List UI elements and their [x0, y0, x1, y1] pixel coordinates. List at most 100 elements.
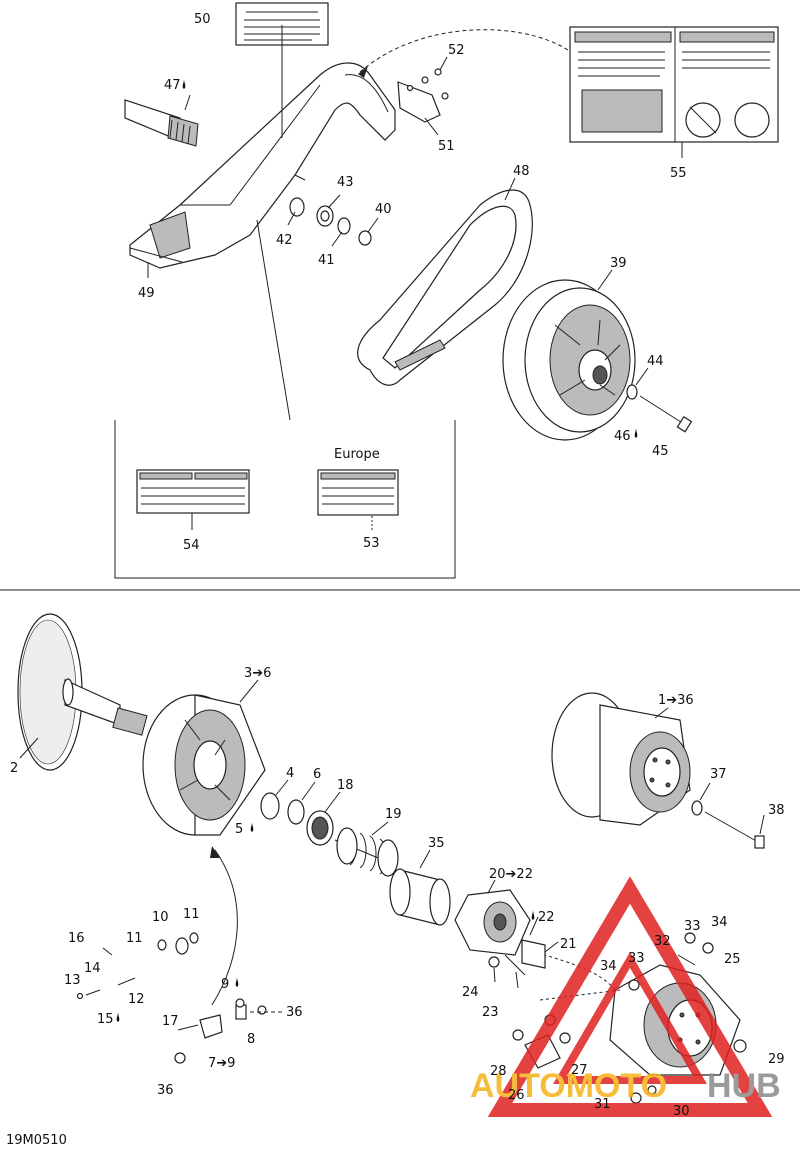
governor-cup-25: [609, 964, 741, 1076]
callout-12: 12: [128, 992, 145, 1007]
callout-7-9: 7➔9: [208, 1056, 235, 1071]
lubricant-drop-icons: [116, 79, 638, 1022]
callout-44: 44: [647, 354, 664, 369]
callout-54: 54: [183, 538, 200, 553]
part-28: [512, 1029, 524, 1041]
arrow-head-icon-2: [210, 846, 220, 858]
drive-belt-48: [357, 189, 533, 386]
drop-icon-9: [235, 977, 239, 987]
callout-33b: 33: [628, 951, 645, 966]
callout-labels: 50 52 47 51 55 48 43 42 40 41 49 39 44 4…: [10, 12, 785, 1119]
automotohub-watermark-logo: AUTOMOTO HUB: [470, 876, 781, 1117]
watermark-text-auto: AUTOMOTO: [470, 1067, 667, 1105]
callout-31: 31: [594, 1097, 611, 1112]
callout-48: 48: [513, 164, 530, 179]
callout-22: 22: [538, 910, 555, 925]
callout-30: 30: [673, 1104, 690, 1119]
callout-42: 42: [276, 233, 293, 248]
callout-36a: 36: [286, 1005, 303, 1020]
callout-27: 27: [571, 1063, 588, 1078]
callout-20-22: 20➔22: [489, 867, 533, 882]
callout-40: 40: [375, 202, 392, 217]
spring-19: [334, 827, 399, 877]
leader-arrow-bottom: [211, 849, 238, 1006]
callout-28: 28: [490, 1064, 507, 1079]
bolt-23: [504, 954, 526, 976]
rings-4-6-18: [260, 792, 334, 846]
bracket-51: [397, 68, 449, 123]
washer-33: [684, 932, 696, 944]
screw-29: [733, 1039, 747, 1053]
callout-23: 23: [482, 1005, 499, 1020]
spider-20: [454, 889, 531, 956]
callout-38: 38: [768, 803, 785, 818]
callout-34b: 34: [600, 959, 617, 974]
callout-11a: 11: [183, 907, 200, 922]
arrow-head-icon: [358, 66, 368, 78]
callout-36b: 36: [157, 1083, 174, 1098]
bolt-45: [626, 384, 693, 433]
callout-43: 43: [337, 175, 354, 190]
callout-51: 51: [438, 139, 455, 154]
callout-9: 9: [221, 977, 229, 992]
washer-30: [647, 1085, 657, 1095]
callout-21: 21: [560, 937, 577, 952]
drive-shaft-47: [124, 99, 199, 147]
sleeve-35: [389, 868, 451, 926]
leader-lines: [19, 25, 765, 1013]
callout-1-36: 1➔36: [658, 693, 694, 708]
bushing-21: [521, 939, 546, 969]
callout-2: 2: [10, 761, 18, 776]
callout-45: 45: [652, 444, 669, 459]
diagram-code: 19M0510: [6, 1133, 67, 1148]
callout-50: 50: [194, 12, 211, 27]
driven-pulley-39: [502, 279, 636, 441]
callout-16: 16: [68, 931, 85, 946]
screw-32: [677, 954, 696, 966]
nut-34: [702, 942, 714, 954]
drive-pulley-assembly-1: [551, 692, 691, 826]
callout-14: 14: [84, 961, 101, 976]
bolt-38: [704, 811, 765, 849]
callout-53: 53: [363, 536, 380, 551]
callout-52: 52: [448, 43, 465, 58]
callout-39: 39: [610, 256, 627, 271]
callout-25: 25: [724, 952, 741, 967]
fixed-sheave-2: [17, 613, 148, 771]
callout-19: 19: [385, 807, 402, 822]
callout-46: 46: [614, 429, 631, 444]
callout-6: 6: [313, 767, 321, 782]
drop-icon-47: [182, 79, 186, 89]
callout-55: 55: [670, 166, 687, 181]
washers-40-43: [289, 197, 372, 246]
callout-41: 41: [318, 253, 335, 268]
callout-47: 47: [164, 78, 181, 93]
callout-15: 15: [97, 1012, 114, 1027]
drop-icon-22: [531, 910, 535, 920]
callout-35: 35: [428, 836, 445, 851]
callout-3-6: 3➔6: [244, 666, 271, 681]
callout-33a: 33: [684, 919, 701, 934]
callout-34a: 34: [711, 915, 728, 930]
callout-18: 18: [337, 778, 354, 793]
callout-29: 29: [768, 1052, 785, 1067]
callout-37: 37: [710, 767, 727, 782]
drop-icon-46: [634, 428, 638, 438]
washer-33b: [628, 979, 640, 991]
callout-8: 8: [247, 1032, 255, 1047]
callout-49: 49: [138, 286, 155, 301]
movable-sheave-3: [142, 694, 266, 836]
callout-24: 24: [462, 985, 479, 1000]
callout-26: 26: [508, 1088, 525, 1103]
watermark-text-hub: HUB: [707, 1067, 781, 1105]
nut-24: [488, 956, 500, 968]
leader-arrow-top: [359, 29, 569, 73]
drop-icon-15: [116, 1012, 120, 1022]
drop-icon-5: [250, 822, 254, 832]
roller-arm-assembly: [76, 932, 267, 1064]
callout-17: 17: [162, 1014, 179, 1029]
callout-4: 4: [286, 766, 294, 781]
callout-13: 13: [64, 973, 81, 988]
